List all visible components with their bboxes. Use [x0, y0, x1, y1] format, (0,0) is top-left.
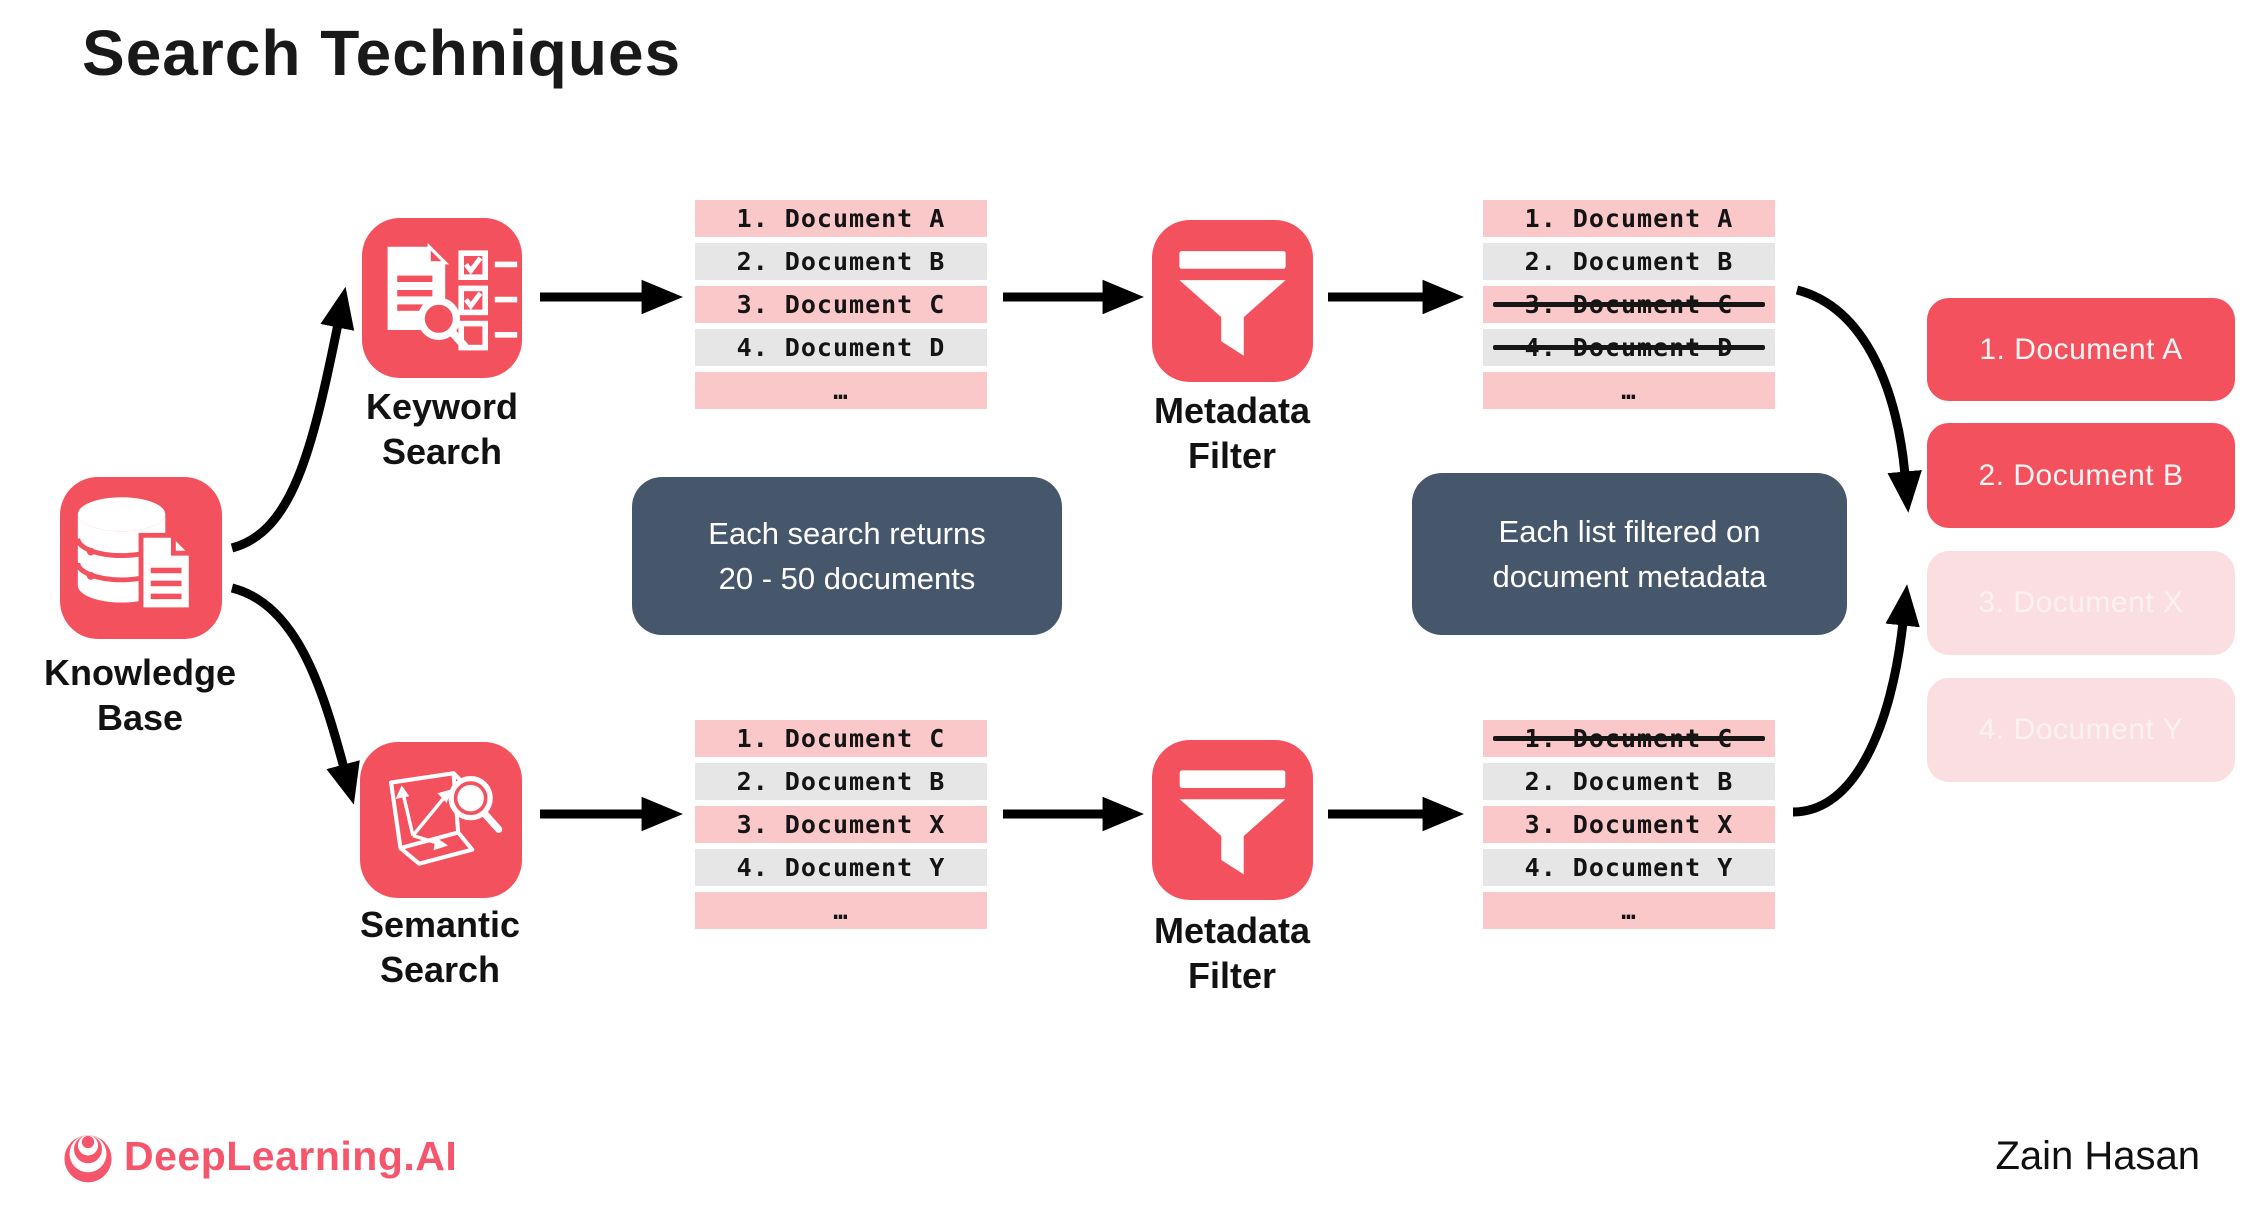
metadata-filter-bottom-label: Metadata Filter: [1153, 910, 1311, 996]
list-item: 3. Document X: [695, 806, 987, 843]
list-item: 2. Document B: [695, 243, 987, 280]
final-result-2: 2. Document B: [1927, 423, 2235, 528]
list-item-ellipsis: …: [695, 892, 987, 929]
metadata-filter-top-tile: [1152, 220, 1313, 382]
list-item: 3. Document C: [1483, 286, 1775, 323]
knowledge-base-tile: [60, 477, 222, 639]
funnel-icon: [1179, 251, 1286, 356]
list-item: 4. Document Y: [695, 849, 987, 886]
list-item: 1. Document C: [695, 720, 987, 757]
funnel-icon: [1179, 770, 1286, 875]
list-item-ellipsis: …: [695, 372, 987, 409]
semantic-search-label: Semantic Search: [359, 904, 521, 990]
arrow-top-to-final: [1795, 285, 1922, 513]
arrow-bottom-to-final: [1792, 584, 1920, 817]
callout-search-returns: Each search returns 20 - 50 documents: [632, 477, 1062, 635]
final-result-1: 1. Document A: [1927, 298, 2235, 401]
list-item: 3. Document C: [695, 286, 987, 323]
keyword-search-label: Keyword Search: [365, 386, 519, 472]
list-item: 2. Document B: [1483, 763, 1775, 800]
list-item-ellipsis: …: [1483, 892, 1775, 929]
page-title: Search Techniques: [82, 17, 682, 89]
callout-filtered-on: Each list filtered on document metadata: [1412, 473, 1847, 635]
brand-name: DeepLearning.AI: [124, 1132, 458, 1179]
list-item-ellipsis: …: [1483, 372, 1775, 409]
keyword-results-list: 1. Document A 2. Document B 3. Document …: [695, 200, 987, 415]
semantic-filtered-list: 1. Document C 2. Document B 3. Document …: [1483, 720, 1775, 935]
list-item: 1. Document C: [1483, 720, 1775, 757]
list-item: 2. Document B: [1483, 243, 1775, 280]
list-item: 4. Document D: [695, 329, 987, 366]
strike-line: [1493, 735, 1765, 741]
final-result-4: 4. Document Y: [1927, 678, 2235, 782]
list-item: 4. Document Y: [1483, 849, 1775, 886]
metadata-filter-bottom-tile: [1152, 740, 1313, 900]
semantic-results-list: 1. Document C 2. Document B 3. Document …: [695, 720, 987, 935]
author-credit: Zain Hasan: [1995, 1134, 2200, 1178]
final-result-3: 3. Document X: [1927, 551, 2235, 655]
deeplearning-ripple-icon: [64, 1135, 112, 1183]
database-documents-icon: [75, 497, 194, 613]
list-item: 1. Document A: [1483, 200, 1775, 237]
list-item: 3. Document X: [1483, 806, 1775, 843]
metadata-filter-top-label: Metadata Filter: [1153, 390, 1311, 476]
strike-line: [1493, 344, 1765, 350]
keyword-search-tile: [362, 218, 522, 378]
knowledge-base-label: Knowledge Base: [43, 652, 236, 738]
vector-cube-magnifier-icon: [389, 771, 503, 866]
list-item: 2. Document B: [695, 763, 987, 800]
deeplearning-ai-logo: DeepLearning.AI: [60, 1128, 457, 1184]
keyword-filtered-list: 1. Document A 2. Document B 3. Document …: [1483, 200, 1775, 415]
semantic-search-tile: [360, 742, 522, 898]
document-checklist-magnifier-icon: [387, 242, 518, 351]
list-item: 4. Document D: [1483, 329, 1775, 366]
list-item: 1. Document A: [695, 200, 987, 237]
strike-line: [1493, 301, 1765, 307]
